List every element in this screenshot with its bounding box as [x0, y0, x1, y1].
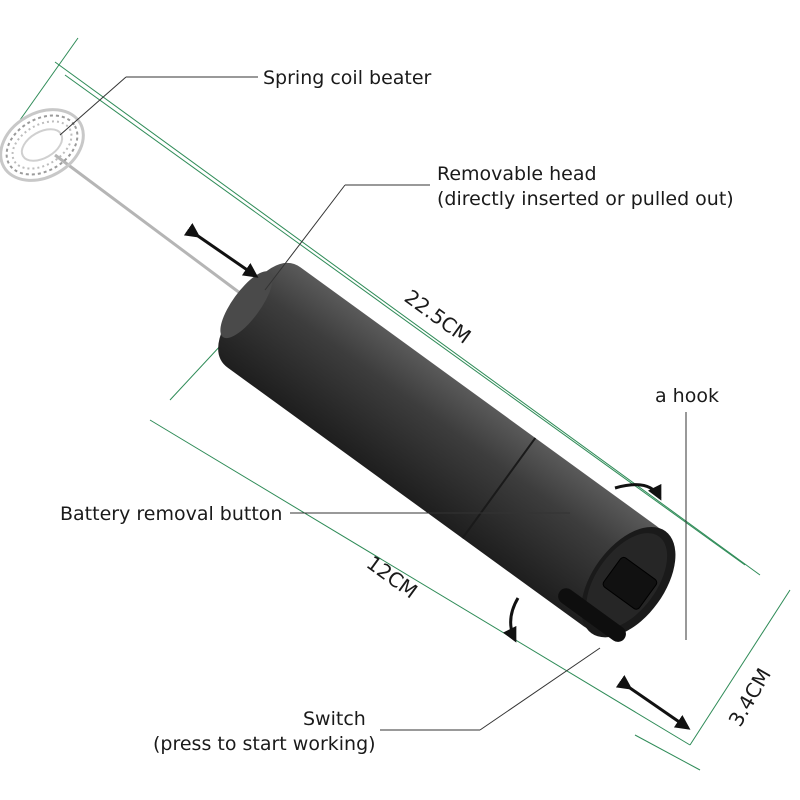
battery-label: Battery removal button — [60, 503, 282, 525]
head-label-line1: Removable head — [437, 163, 597, 185]
dim-body-length: 12CM — [362, 551, 422, 604]
dimension-lines — [19, 37, 791, 771]
whisk-rod — [54, 153, 253, 304]
switch-button[interactable] — [602, 556, 659, 611]
frother-body — [218, 262, 676, 642]
dim-diameter: 3.4CM — [724, 664, 776, 731]
dim-total-length: 22.5CM — [400, 285, 475, 349]
spring-coil-icon — [0, 108, 85, 182]
leader-lines — [59, 76, 687, 731]
spring-label: Spring coil beater — [263, 67, 432, 89]
head-label-line2: (directly inserted or pulled out) — [437, 188, 734, 210]
double-arrow-icon — [183, 223, 691, 730]
rotate-arrow-icon — [502, 483, 662, 643]
switch-label-line1: Switch — [303, 708, 366, 730]
switch-label-line2: (press to start working) — [153, 733, 376, 755]
hook — [558, 588, 626, 642]
hook-label: a hook — [655, 385, 719, 407]
